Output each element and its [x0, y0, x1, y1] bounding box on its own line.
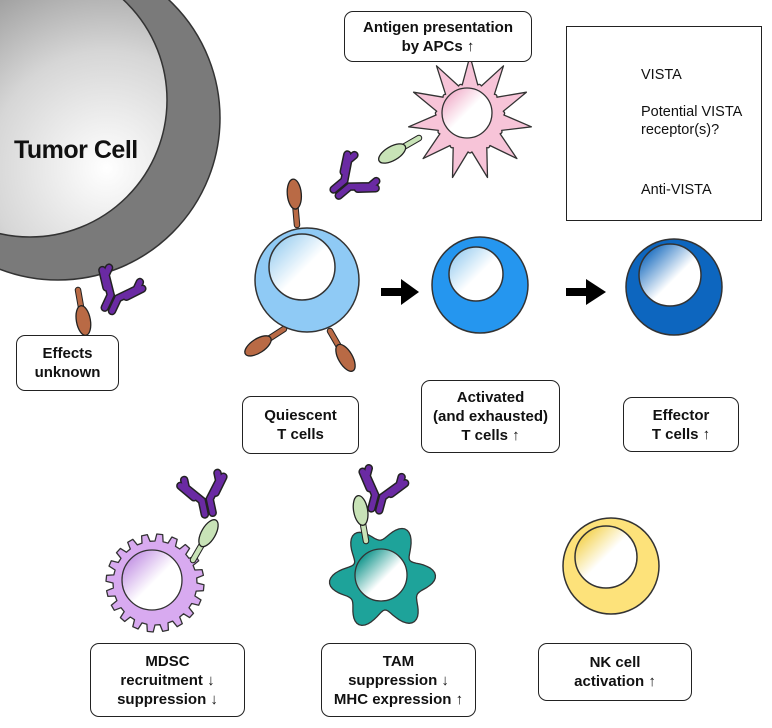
- label-line: Activated: [456, 389, 525, 406]
- label-line: suppression ↓: [348, 671, 449, 689]
- label-line: Antigen presentation: [362, 18, 513, 36]
- apc-cell: [407, 55, 533, 179]
- legend: VISTA Potential VISTA receptor(s)? Anti-…: [566, 26, 762, 221]
- label-line: Effects: [42, 345, 93, 362]
- tumor-receptor: [71, 289, 93, 337]
- mdsc-vista: [187, 517, 222, 564]
- mdsc-anti-vista: [179, 472, 230, 518]
- label-line: by APCs ↑: [401, 37, 475, 55]
- tam-label: TAM suppression ↓ MHC expression ↑: [321, 643, 476, 717]
- legend-receptor-line: Potential VISTA: [641, 104, 743, 120]
- quiescent-t-cells-label: Quiescent T cells: [242, 396, 359, 454]
- tumor-cell-label: Tumor Cell: [14, 136, 138, 164]
- label-line: T cells ↑: [651, 425, 711, 443]
- effector-t-cells-label: Effector T cells ↑: [623, 397, 739, 452]
- effects-unknown-label: Effects unknown: [16, 335, 119, 391]
- label-line: activation ↑: [574, 673, 656, 690]
- label-line: (and exhausted): [432, 408, 549, 425]
- label-line: recruitment ↓: [120, 671, 215, 689]
- legend-anti-vista-label: Anti-VISTA: [641, 182, 712, 198]
- antigen-presentation-label: Antigen presentation by APCs ↑: [344, 11, 532, 62]
- label-line: Effector: [652, 406, 710, 424]
- legend-vista-label: VISTA: [641, 67, 682, 83]
- label-line: T cells ↑: [461, 427, 520, 444]
- apc-anti-vista: [322, 151, 379, 209]
- mdsc-cell: [105, 533, 205, 633]
- label-line: T cells: [277, 426, 324, 443]
- activated-t-cell: [431, 236, 529, 334]
- nk-cell-label: NK cell activation ↑: [538, 643, 692, 701]
- effector-t-cell: [625, 238, 723, 336]
- label-line: unknown: [34, 364, 101, 381]
- label-line: TAM: [382, 652, 415, 670]
- label-line: suppression ↓: [117, 690, 218, 708]
- activation-arrow: [381, 279, 419, 305]
- tam-cell: [328, 527, 437, 627]
- legend-receptor-label: Potential VISTA receptor(s)?: [641, 103, 742, 139]
- activated-t-cells-label: Activated (and exhausted) T cells ↑: [421, 380, 560, 453]
- label-line: MHC expression ↑: [333, 690, 464, 708]
- apc-vista: [376, 132, 423, 167]
- nk-cell: [562, 517, 660, 615]
- legend-receptor-line: receptor(s)?: [641, 122, 720, 138]
- tumor-cell: [0, 0, 221, 281]
- label-line: Quiescent: [264, 407, 337, 424]
- label-line: MDSC: [145, 652, 190, 670]
- label-line: NK cell: [589, 654, 641, 671]
- quiescent-t-cell: [242, 179, 359, 375]
- mdsc-label: MDSC recruitment ↓ suppression ↓: [90, 643, 245, 717]
- effector-arrow: [566, 279, 606, 305]
